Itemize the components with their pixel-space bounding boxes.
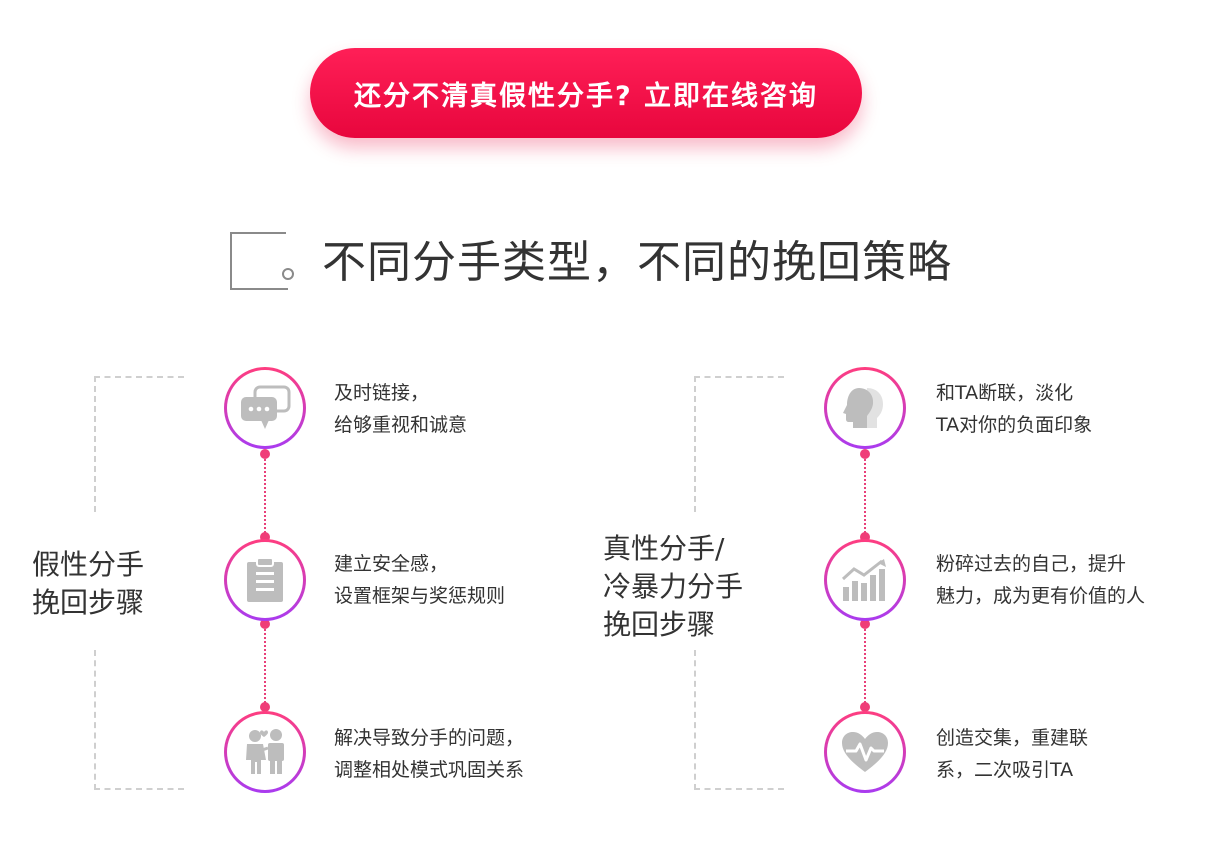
step-line: 调整相处模式巩固关系 [334, 759, 525, 781]
growth-chart-icon [841, 559, 886, 601]
connector-node [260, 702, 270, 712]
faces-profile-icon [843, 388, 883, 428]
step-connector [264, 456, 266, 540]
step-line: 建立安全感， [334, 553, 449, 575]
chat-bubbles-icon [241, 385, 291, 429]
step-description: 及时链接， 给够重视和诚意 [334, 377, 467, 441]
label-line: 挽回步骤 [603, 608, 716, 641]
step-line: 粉碎过去的自己，提升 [936, 553, 1127, 575]
right-bracket-top [694, 376, 784, 512]
step-description: 建立安全感， 设置框架与奖惩规则 [334, 548, 505, 612]
step-icon-circle [824, 711, 906, 793]
heart-pulse-icon [842, 732, 888, 772]
step-description: 创造交集，重建联 系，二次吸引TA [936, 722, 1088, 786]
real-breakup-label: 真性分手/ 冷暴力分手 挽回步骤 [603, 530, 743, 644]
step-icon-circle [224, 711, 306, 793]
step-line: 系，二次吸引TA [936, 759, 1074, 781]
step-line: 设置框架与奖惩规则 [334, 585, 506, 607]
connector-node [860, 449, 870, 459]
step-line: 解决导致分手的问题， [334, 727, 525, 749]
connector-node [260, 619, 270, 629]
consult-online-label: 还分不清真假性分手? 立即在线咨询 [353, 80, 819, 112]
step-line: 和TA断联，淡化 [936, 382, 1074, 404]
connector-node [860, 619, 870, 629]
step-description: 和TA断联，淡化 TA对你的负面印象 [936, 377, 1092, 441]
step-line: 创造交集，重建联 [936, 727, 1089, 749]
step-line: 及时链接， [334, 382, 430, 404]
consult-online-button[interactable]: 还分不清真假性分手? 立即在线咨询 [310, 48, 862, 138]
label-line: 挽回步骤 [32, 586, 145, 619]
step-connector [864, 626, 866, 710]
left-bracket-top [94, 376, 184, 512]
label-line: 真性分手/ [603, 532, 725, 565]
label-line: 冷暴力分手 [603, 570, 744, 603]
connector-node [260, 532, 270, 542]
left-bracket-bottom [94, 650, 184, 790]
step-connector [264, 626, 266, 710]
step-description: 解决导致分手的问题， 调整相处模式巩固关系 [334, 722, 524, 786]
step-description: 粉碎过去的自己，提升 魅力，成为更有价值的人 [936, 548, 1145, 612]
title-bracket-icon [230, 232, 294, 290]
step-line: 魅力，成为更有价值的人 [936, 585, 1146, 607]
connector-node [260, 449, 270, 459]
step-connector [864, 456, 866, 540]
connector-node [860, 702, 870, 712]
step-icon-circle [224, 539, 306, 621]
step-line: TA对你的负面印象 [936, 414, 1093, 436]
step-icon-circle [824, 367, 906, 449]
step-line: 给够重视和诚意 [334, 414, 468, 436]
connector-node [860, 532, 870, 542]
label-line: 假性分手 [32, 548, 145, 581]
fake-breakup-label: 假性分手 挽回步骤 [32, 546, 144, 622]
clipboard-icon [247, 557, 283, 602]
right-bracket-bottom [694, 650, 784, 790]
section-title: 不同分手类型，不同的挽回策略 [322, 237, 952, 288]
step-icon-circle [824, 539, 906, 621]
couple-icon [246, 729, 284, 774]
step-icon-circle [224, 367, 306, 449]
